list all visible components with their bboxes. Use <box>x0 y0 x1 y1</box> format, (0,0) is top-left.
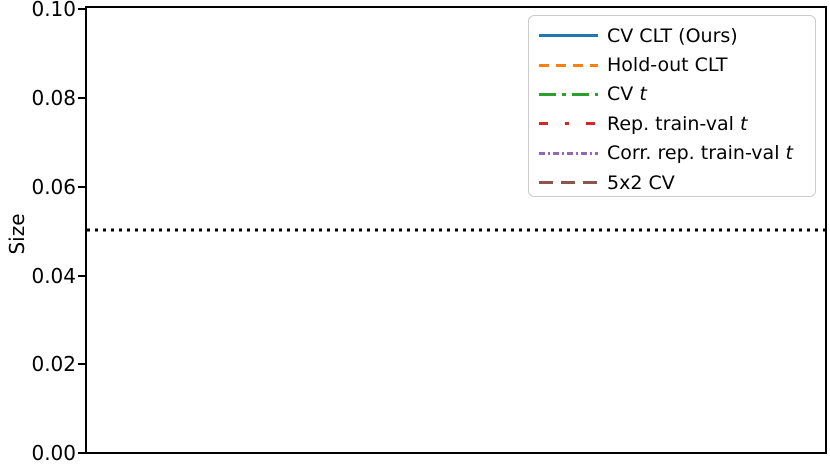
legend-item: CV CLT (Ours) <box>538 21 815 50</box>
y-tick-mark <box>78 186 85 188</box>
solid-line-swatch-icon <box>539 34 598 38</box>
legend-item: Hold-out CLT <box>538 50 815 79</box>
dashdot-line-swatch-icon <box>539 92 598 96</box>
legend-label: Hold-out CLT <box>607 54 728 77</box>
y-tick-label: 0.04 <box>31 264 76 288</box>
legend-label: 5x2 CV <box>607 171 675 194</box>
y-tick-label: 0.10 <box>31 0 76 21</box>
y-tick-label: 0.06 <box>31 175 76 199</box>
y-tick-mark <box>78 452 85 454</box>
y-tick-mark <box>78 8 85 10</box>
legend-label: Corr. rep. train-val t <box>607 142 793 165</box>
legend-item: Rep. train-val t <box>538 109 815 138</box>
longdash-line-swatch-icon <box>539 181 598 185</box>
y-tick-label: 0.02 <box>31 352 76 376</box>
reference-line <box>87 228 825 232</box>
legend-item: 5x2 CV <box>538 168 815 197</box>
legend-label: CV CLT (Ours) <box>607 24 738 47</box>
sparse-dashdot-line-swatch-icon <box>539 122 598 126</box>
legend-item: CV t <box>538 80 815 109</box>
legend-item: Corr. rep. train-val t <box>538 139 815 168</box>
y-tick-label: 0.08 <box>31 86 76 110</box>
y-tick-label: 0.00 <box>31 441 76 464</box>
y-axis-label: Size <box>5 213 29 255</box>
y-tick-mark <box>78 363 85 365</box>
y-tick-mark <box>78 275 85 277</box>
legend: CV CLT (Ours) Hold-out CLT CV t Rep. tra… <box>528 15 816 197</box>
dashed-line-swatch-icon <box>539 63 598 67</box>
y-tick-mark <box>78 97 85 99</box>
legend-label: CV t <box>607 83 647 106</box>
legend-label: Rep. train-val t <box>607 112 748 135</box>
dense-dashdot-line-swatch-icon <box>539 151 598 155</box>
